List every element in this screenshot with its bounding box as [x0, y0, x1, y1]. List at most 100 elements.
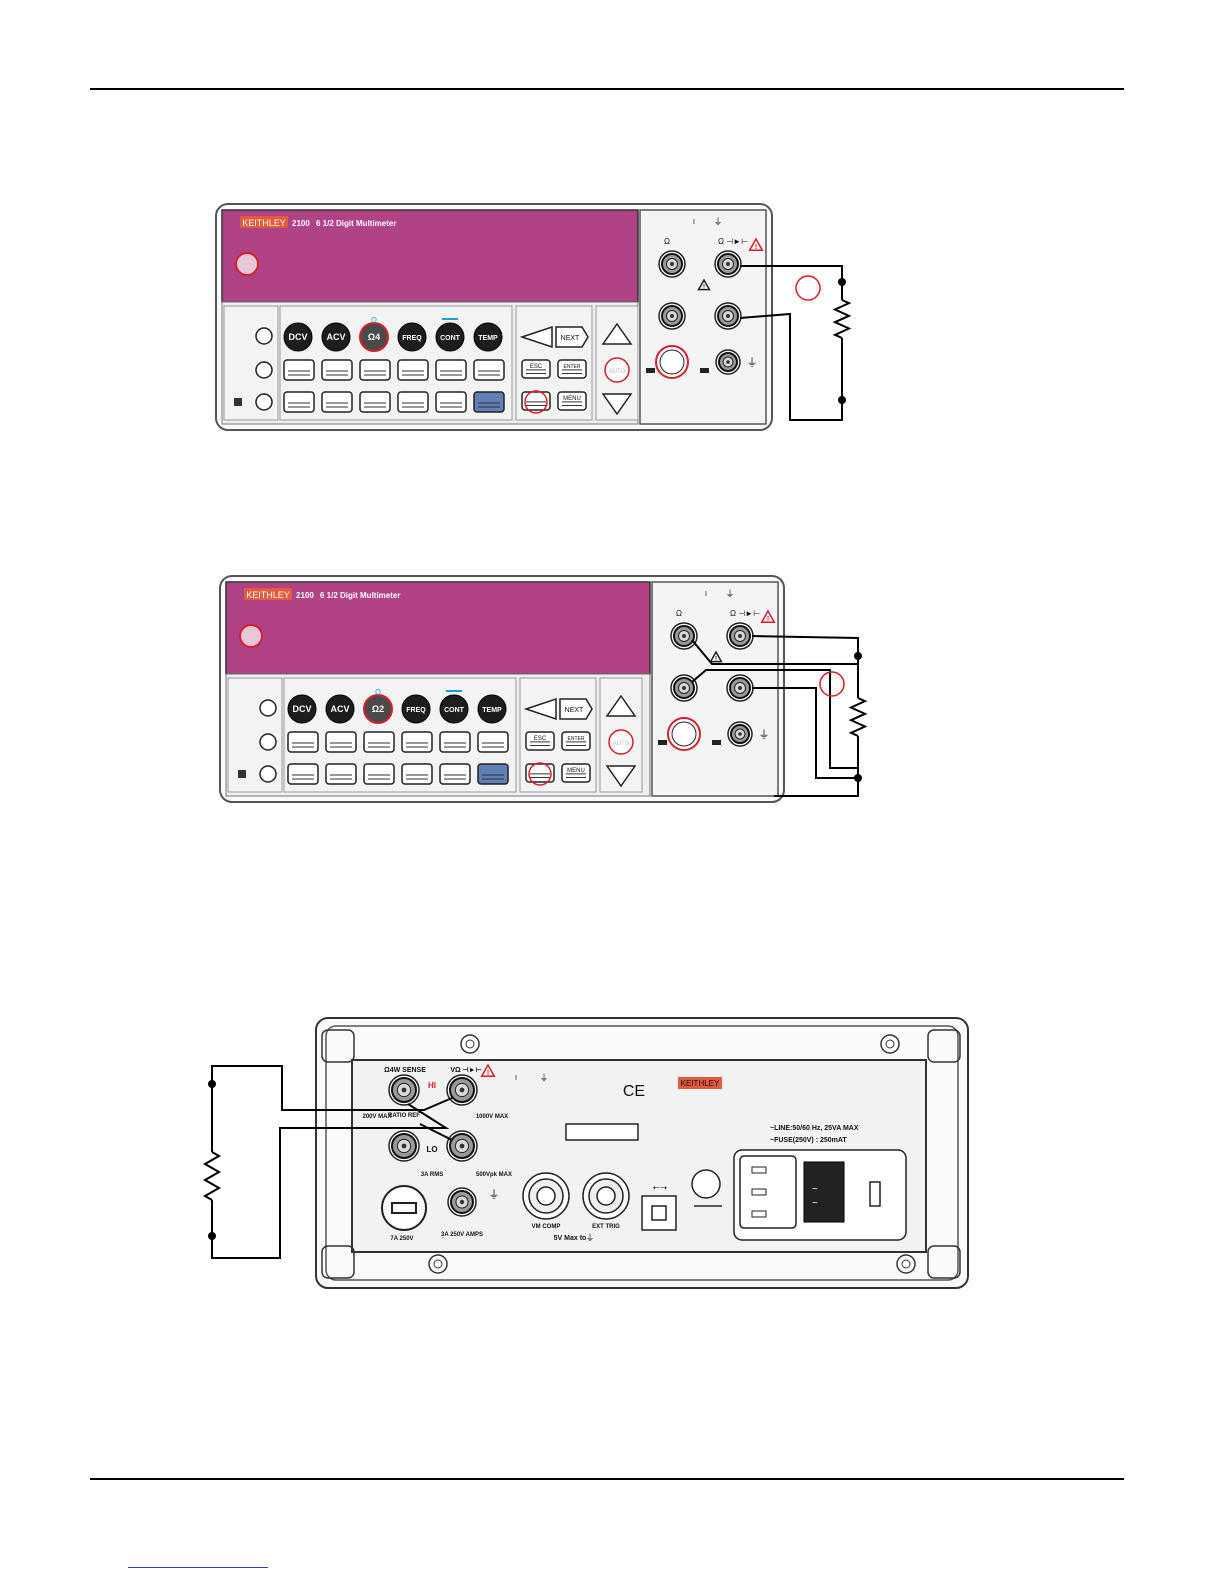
soft-key [363, 731, 395, 753]
menu-key-label: MENU [567, 768, 585, 774]
current-jack-core [671, 721, 697, 747]
label-ratio-ref: RATIO REF [388, 1113, 420, 1119]
soft-key [473, 359, 505, 381]
footer-link-underline [128, 1567, 268, 1568]
iec-inlet [739, 1155, 797, 1229]
soft-key [363, 763, 395, 785]
resistor-under-test [832, 299, 852, 339]
function-key-label: CONT [440, 335, 461, 342]
wire-lo [419, 1123, 453, 1141]
model-number: 2100 [296, 591, 314, 600]
label-500vpk-max: 500Vpk MAX [476, 1172, 512, 1178]
power-icon [238, 770, 246, 778]
side-button-1 [255, 361, 273, 379]
ac-icon: ~ [812, 1198, 818, 1209]
function-key-label: Ω4 [368, 332, 380, 342]
sense-hi-jack-pin [682, 634, 686, 638]
wire-sense-lo [691, 669, 858, 769]
wire-lo [752, 687, 858, 779]
corner-foot [927, 1245, 961, 1279]
ground-jack-pin [726, 360, 730, 364]
function-key-label: FREQ [402, 335, 422, 342]
function-key-cont [439, 694, 469, 724]
screw-head [885, 1039, 895, 1049]
function-key-acv [321, 322, 351, 352]
rear-sense-lo-jack-pin [401, 1143, 407, 1149]
ground-symbol: ⏚ [585, 1233, 594, 1243]
callout-highlight [524, 390, 548, 414]
function-key-label: FREQ [406, 707, 426, 714]
sense-lo-jack-pin [670, 314, 674, 318]
current-jack-core [659, 349, 685, 375]
wire-hi [751, 635, 859, 656]
sense-lo-jack-pin [682, 686, 686, 690]
down-arrow-key [601, 393, 633, 416]
rear-input-hi-jack-pin [459, 1087, 465, 1093]
rear-input-lo-jack-pin [459, 1143, 465, 1149]
rear-chassis-inner [325, 1025, 959, 1281]
soft-key [287, 763, 319, 785]
ground-symbol: ⏚ [489, 1188, 500, 1201]
label-3a-rms: 3A RMS [421, 1172, 443, 1178]
function-key-temp [473, 322, 503, 352]
terminal-label-ohm-diode: Ω ⊣►⊢ [718, 237, 748, 246]
inlet-pin [751, 1166, 767, 1174]
function-key-cont [435, 322, 465, 352]
ground-icon: ⏚ [725, 589, 734, 599]
voltage-selector [803, 1161, 845, 1223]
up-arrow-key [601, 322, 633, 345]
callout-circle [235, 252, 259, 276]
soft-key [435, 391, 467, 413]
corner-foot [321, 1029, 355, 1063]
soft-key [325, 731, 357, 753]
ac-icon: ~ [812, 1184, 818, 1195]
junction-dot [208, 1080, 216, 1088]
ground-symbol: ⏚ [759, 728, 770, 741]
brand-logo [678, 1077, 722, 1089]
corner-foot [927, 1029, 961, 1063]
warning-icon-mark: ! [487, 1070, 489, 1077]
side-button-2 [259, 765, 277, 783]
soft-key [325, 763, 357, 785]
terminal-label-ohm: Ω [676, 609, 682, 618]
function-key-temp [477, 694, 507, 724]
label-sense: Ω4W SENSE [384, 1067, 426, 1074]
screw [880, 1034, 900, 1054]
ext-trig-connector-core [596, 1186, 616, 1206]
label-5v-max: 5V Max to [554, 1235, 587, 1242]
power-icon [234, 398, 242, 406]
model-description: 6 1/2 Digit Multimeter [316, 219, 396, 228]
warning-icon [697, 278, 711, 291]
enter-key-label: ENTER [568, 736, 585, 742]
soft-key [283, 391, 315, 413]
function-key-label: Ω2 [372, 704, 384, 714]
wire-hi [211, 1065, 453, 1111]
function-key-freq [397, 322, 427, 352]
side-button-2 [255, 393, 273, 411]
fuse-slot [391, 1202, 417, 1214]
left-arrow-key [519, 325, 553, 349]
label-7a-250v: 7A 250V [390, 1236, 413, 1242]
junction-dot [854, 652, 862, 660]
esc-key-label: ESC [534, 736, 547, 742]
ohm-annotation: Ω [371, 316, 377, 325]
screw-head [465, 1039, 475, 1049]
soft-key [435, 359, 467, 381]
soft-key [283, 359, 315, 381]
amp-marker [712, 740, 721, 745]
rear-amps-jack-pin [459, 1199, 465, 1205]
left-arrow-key [523, 697, 557, 721]
model-description: 6 1/2 Digit Multimeter [320, 591, 400, 600]
display-panel [225, 581, 651, 675]
warning-icon-mark: ! [703, 284, 705, 290]
next-key-label: NEXT [561, 335, 580, 342]
junction-dot [208, 1232, 216, 1240]
screw-head [433, 1259, 443, 1269]
function-key-ω2 [363, 694, 393, 724]
down-arrow-key [605, 765, 637, 788]
ce-mark: CE [623, 1083, 645, 1100]
soft-key [359, 391, 391, 413]
